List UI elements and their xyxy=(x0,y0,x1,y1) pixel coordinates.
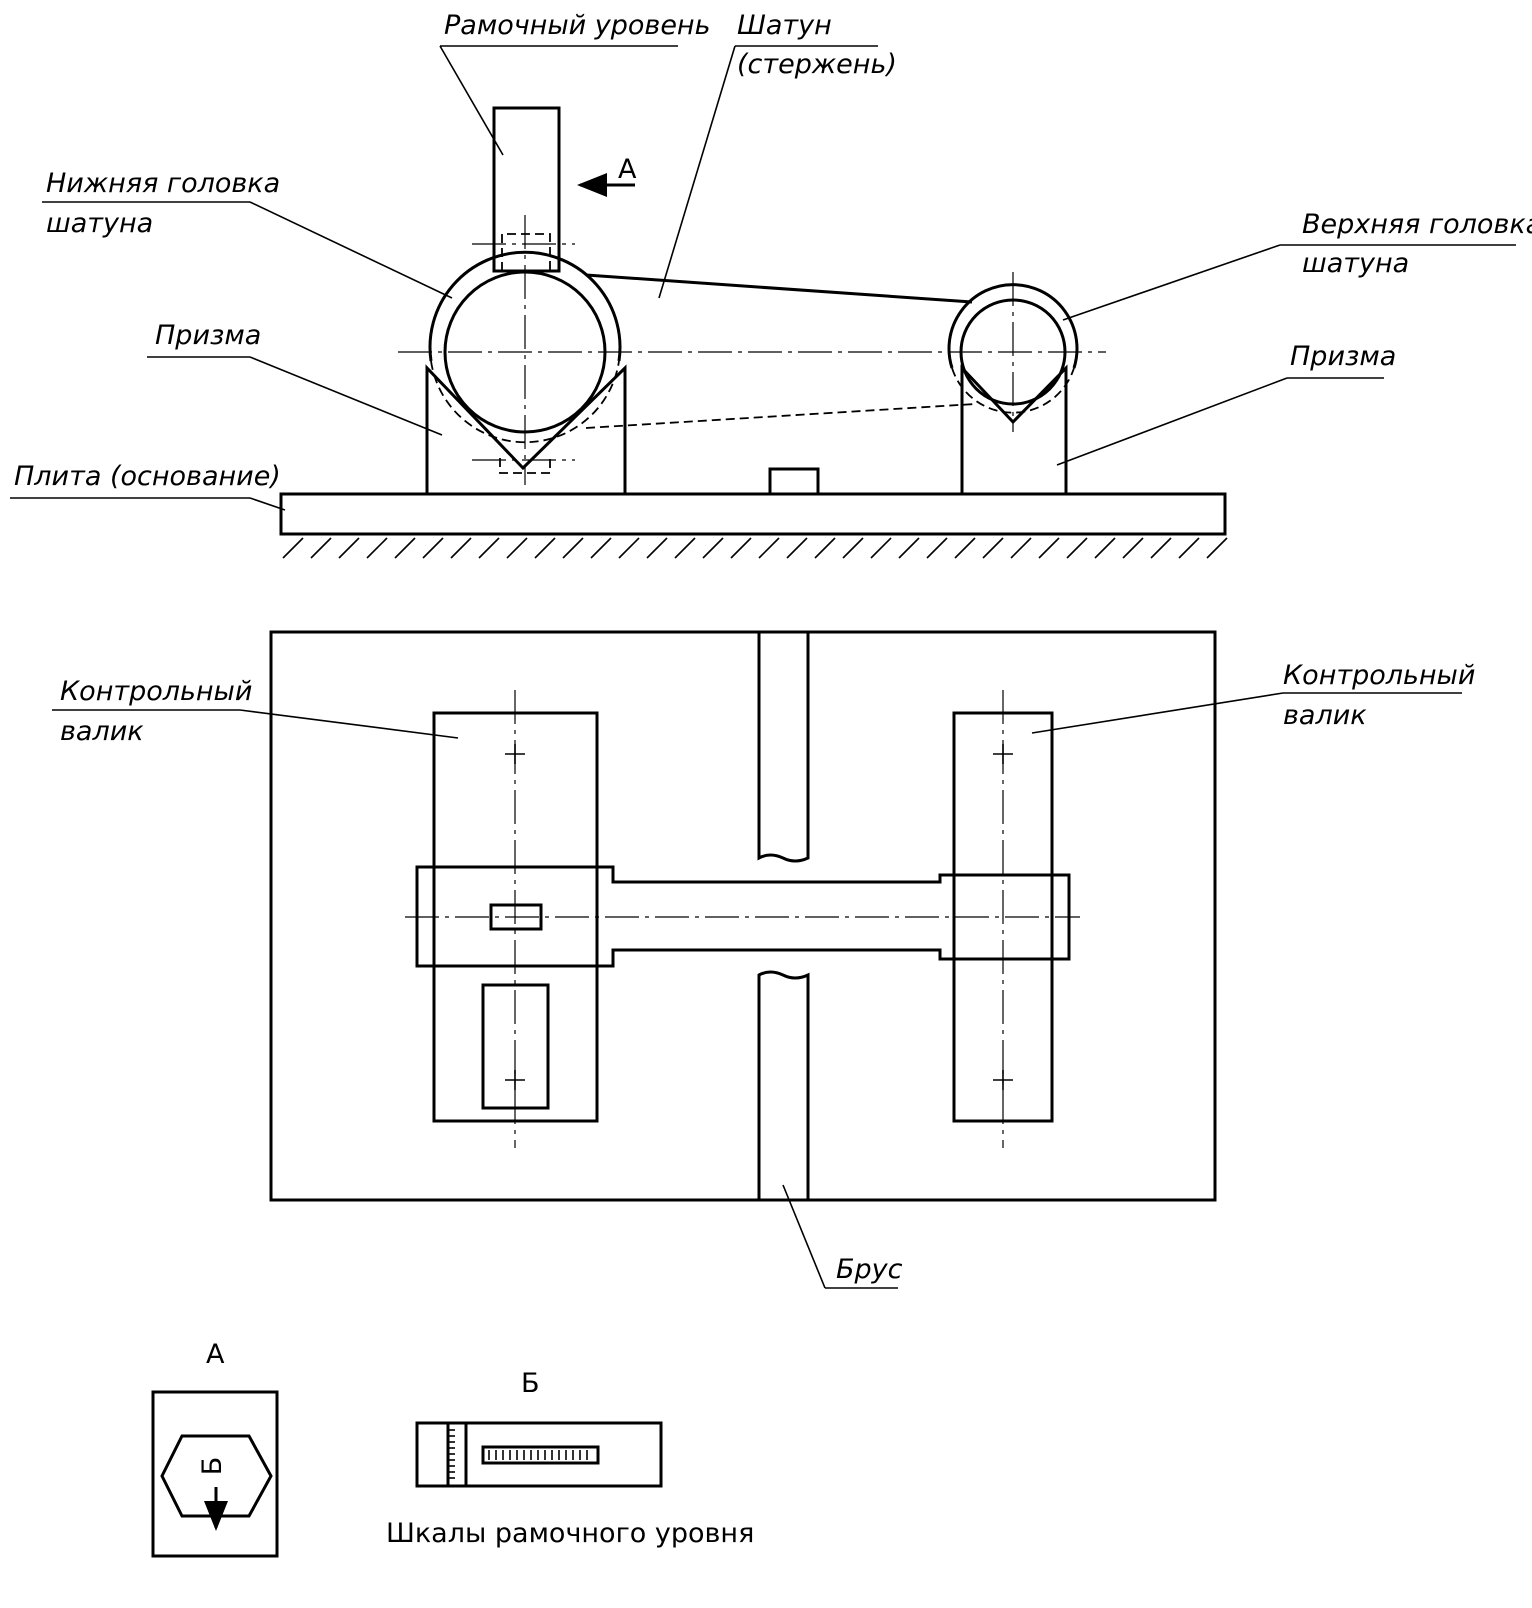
view-arrow-a-label: А xyxy=(618,154,637,185)
frame-level xyxy=(492,106,561,273)
plate xyxy=(279,492,1227,536)
vial-ticks xyxy=(448,1429,455,1479)
label-rod-2: (стержень) xyxy=(737,49,897,80)
rod-slot xyxy=(489,903,543,931)
view-a-octagon xyxy=(160,1434,273,1518)
label-lower-head-1: Нижняя головка xyxy=(46,168,280,199)
label-control-left-1: Контрольный xyxy=(60,676,252,707)
bar xyxy=(757,632,810,1200)
label-lower-head-2: шатуна xyxy=(46,208,153,239)
scale-ticks xyxy=(488,1450,588,1460)
label-control-left-2: валик xyxy=(60,716,144,747)
label-rod-1: Шатун xyxy=(737,10,832,41)
label-scales: Шкалы рамочного уровня xyxy=(386,1518,754,1549)
prism-left xyxy=(425,364,627,494)
label-bar: Брус xyxy=(836,1254,903,1285)
view-a: А Б xyxy=(151,1339,279,1558)
rod-top-edge xyxy=(585,273,973,304)
leaders-front xyxy=(10,45,1516,511)
connecting-rod-top xyxy=(415,865,1071,968)
leaders-top xyxy=(52,692,1462,1289)
level-scale xyxy=(481,1445,600,1465)
plate-block xyxy=(768,467,820,494)
label-plate: Плита (основание) xyxy=(14,461,281,492)
view-b: Б Шкалы рамочного уровня xyxy=(386,1368,754,1549)
label-prism-right: Призма xyxy=(1290,341,1396,372)
view-b-title: Б xyxy=(521,1368,540,1399)
plate-top xyxy=(269,630,1217,1202)
label-control-right-2: валик xyxy=(1283,700,1367,731)
label-prism-left: Призма xyxy=(155,320,261,351)
ground-hatching xyxy=(282,537,1228,559)
view-a-arrow-label: Б xyxy=(197,1457,228,1476)
front-view: А Рамочный уровень Шатун (стержень) Нижн… xyxy=(10,10,1532,559)
label-upper-head-2: шатуна xyxy=(1302,248,1409,279)
top-view: Контрольный валик Контрольный валик Брус xyxy=(52,630,1475,1289)
centre-marks xyxy=(505,744,1013,1090)
view-a-title: А xyxy=(206,1339,225,1370)
rod-bottom-edge xyxy=(585,403,976,429)
label-control-right-1: Контрольный xyxy=(1283,660,1475,691)
label-upper-head-1: Верхняя головка xyxy=(1302,209,1532,240)
label-frame-level: Рамочный уровень xyxy=(444,10,711,41)
